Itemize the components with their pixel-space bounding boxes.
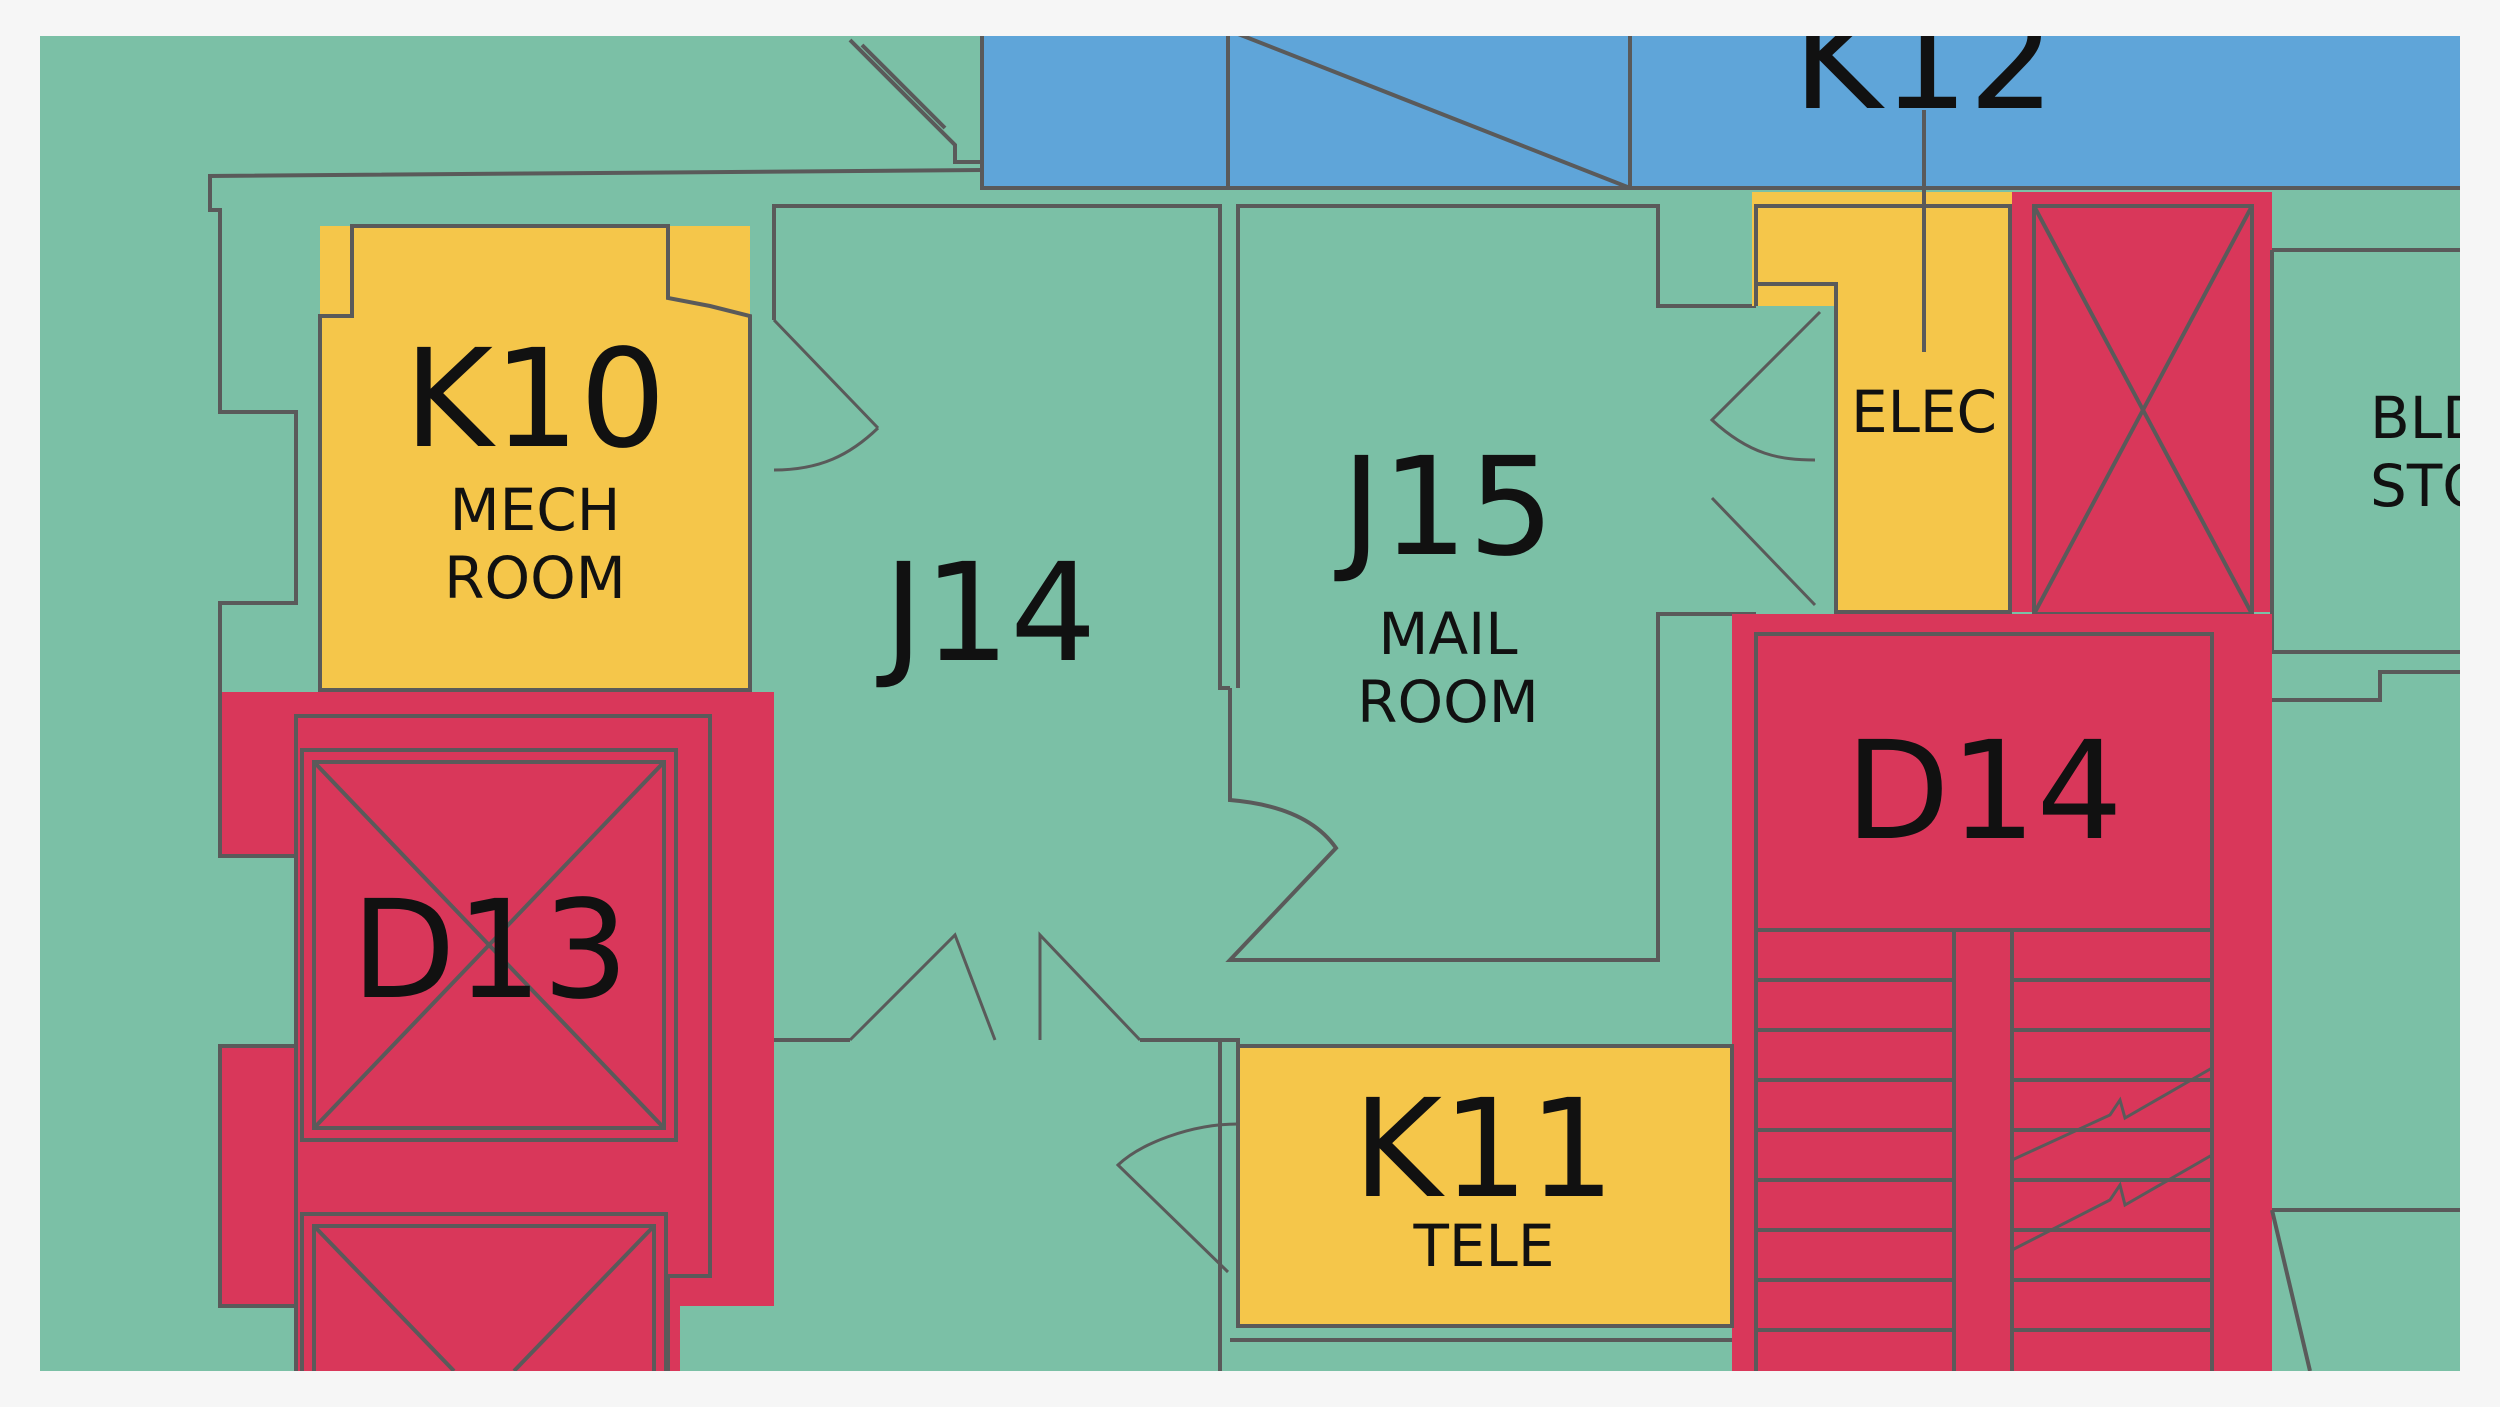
room-j15-line1: MAIL — [1378, 600, 1517, 668]
room-k10[interactable]: K10 MECH ROOM — [318, 224, 752, 692]
room-bldg-line2: STO — [2370, 452, 2488, 520]
room-k11-id: K11 — [1353, 1071, 1615, 1229]
room-k11[interactable]: K11 TELE — [1115, 1038, 1734, 1328]
room-d14-label: D14 — [1845, 713, 2123, 871]
room-j15-id: J15 — [1333, 429, 1554, 587]
stair-d14[interactable]: D14 — [1732, 614, 2272, 1371]
room-k10-line2: ROOM — [444, 544, 626, 612]
room-j14-label: J14 — [875, 535, 1096, 693]
room-k10-id: K10 — [404, 321, 666, 479]
room-bldg-storage[interactable]: BLD STO — [2270, 248, 2488, 702]
elevator-d13[interactable]: D13 — [218, 692, 774, 1404]
room-elec-label: ELEC — [1851, 378, 1997, 446]
elevator-shaft-upper[interactable] — [2012, 192, 2272, 616]
room-bldg-line1: BLD — [2370, 384, 2487, 452]
room-k12[interactable]: K12 — [980, 0, 2462, 352]
room-k11-line1: TELE — [1412, 1212, 1554, 1280]
room-elec[interactable]: ELEC — [1752, 110, 2012, 614]
room-d13-label: D13 — [351, 872, 629, 1030]
room-j15[interactable]: J15 MAIL ROOM — [1225, 204, 1822, 962]
room-k10-line1: MECH — [450, 476, 621, 544]
room-j15-line2: ROOM — [1357, 668, 1539, 736]
